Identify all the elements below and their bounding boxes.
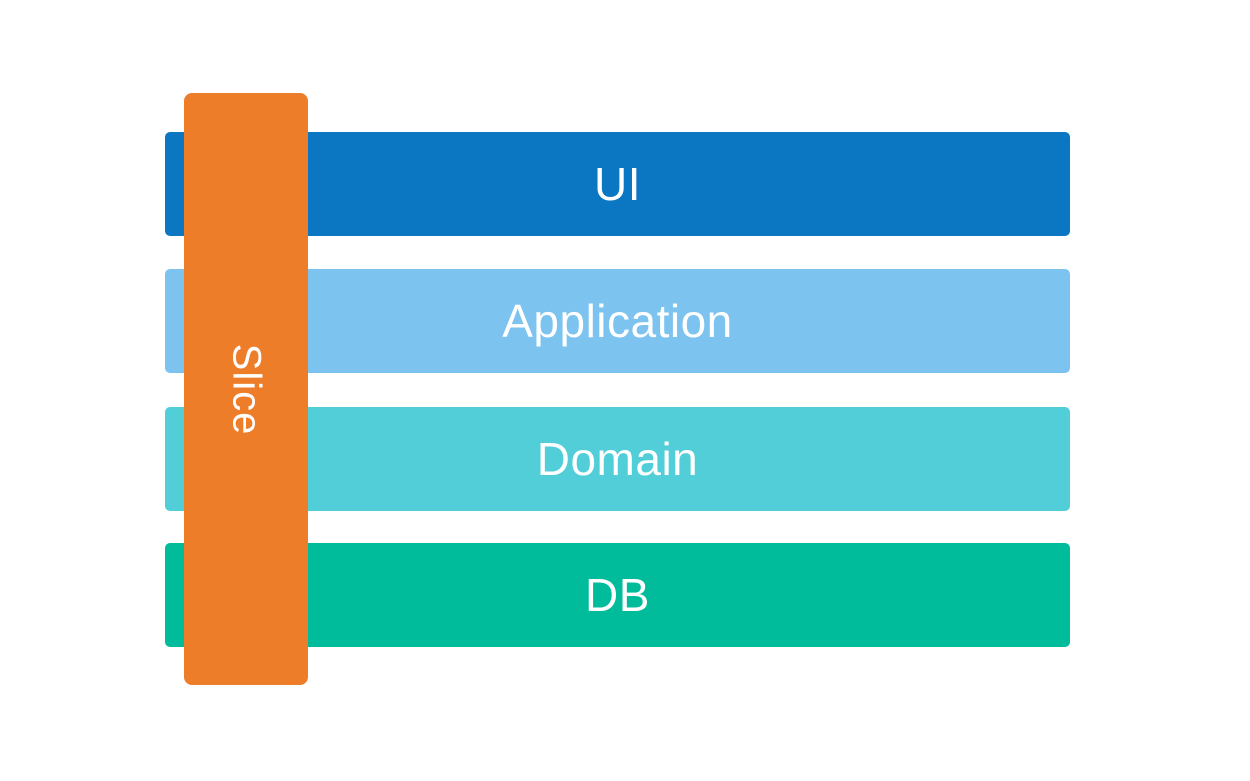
layer-bar-ui: UI <box>165 132 1070 236</box>
layer-label-application: Application <box>502 295 733 347</box>
layer-bar-application: Application <box>165 269 1070 373</box>
layer-label-db: DB <box>585 569 650 621</box>
layer-bar-db: DB <box>165 543 1070 647</box>
layer-label-ui: UI <box>594 158 641 210</box>
layer-bar-domain: Domain <box>165 407 1070 511</box>
slice-bar: Slice <box>184 93 308 685</box>
slice-label: Slice <box>224 343 269 435</box>
layer-label-domain: Domain <box>536 433 699 485</box>
